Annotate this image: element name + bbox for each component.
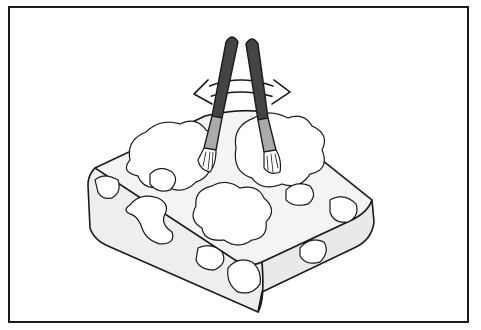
arrowhead-left-icon: [194, 80, 212, 104]
stain-top-3: [193, 182, 271, 245]
stain-right-2: [330, 197, 357, 222]
rotation-arc-top: [205, 80, 278, 88]
stain-top-4: [150, 168, 176, 191]
rotation-arrow: [194, 80, 290, 104]
stain-front-1: [228, 260, 261, 293]
arrowhead-right-icon: [272, 80, 290, 104]
stain-right-1: [300, 240, 326, 263]
stain-left-3: [196, 246, 224, 270]
brush-left-handle: [212, 37, 238, 118]
stain-top-5: [286, 184, 314, 206]
brush-right-handle: [246, 39, 268, 120]
